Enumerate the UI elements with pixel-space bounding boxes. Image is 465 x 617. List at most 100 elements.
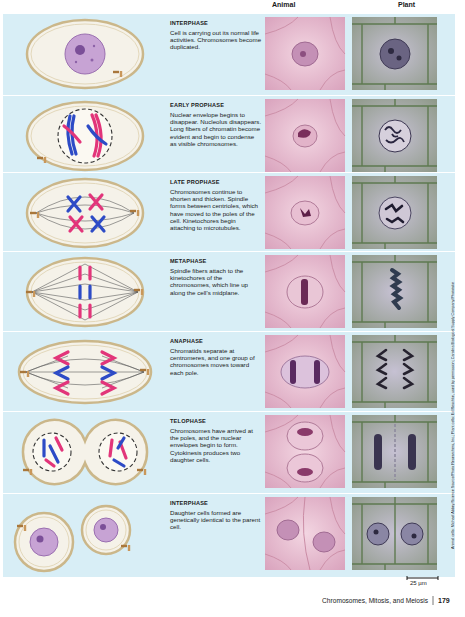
- cell-drawing-part: [82, 506, 130, 554]
- plant-micrograph-part: [374, 434, 382, 470]
- cell-drawing-part: [75, 45, 85, 55]
- cell-drawing-part: [68, 197, 80, 211]
- cell-drawing-part: [64, 126, 80, 142]
- animal-micrograph-part: [292, 42, 318, 66]
- plant-micrograph: [352, 415, 437, 488]
- anaphase-row-art: [19, 335, 437, 408]
- cell-drawing-part: [36, 197, 134, 229]
- animal-micrograph-part: [281, 356, 329, 388]
- cell-drawing-part: [113, 71, 122, 77]
- animal-micrograph-part: [277, 520, 299, 540]
- stage-description: Spindle fibers attach to the kinetochore…: [170, 267, 262, 296]
- plant-micrograph-part: [352, 99, 437, 172]
- interphase-row-art: [27, 17, 437, 90]
- stage-band: ANAPHASEChromatids separate at centromer…: [3, 332, 455, 411]
- animal-micrograph-part: [287, 454, 323, 482]
- daughter-interphase-row-art: [15, 497, 437, 571]
- stage-description: Chromosomes have arrived at the poles, a…: [170, 427, 262, 463]
- plant-micrograph: [352, 176, 437, 249]
- stage-heading: ANAPHASE: [170, 338, 262, 345]
- animal-micrograph-part: [291, 201, 319, 225]
- early-prophase-row-art: [27, 99, 437, 172]
- animal-micrograph-part: [300, 51, 306, 57]
- stage-heading: INTERPHASE: [170, 500, 262, 507]
- animal-micrograph-part: [290, 360, 296, 384]
- animal-micrograph: [265, 335, 345, 408]
- plant-micrograph-part: [408, 434, 416, 470]
- cell-drawing-part: [26, 291, 35, 297]
- plant-micrograph-part: [379, 197, 411, 229]
- cell-drawing-part: [70, 217, 82, 231]
- stage-heading: INTERPHASE: [170, 20, 262, 27]
- animal-micrograph-part: [297, 468, 313, 476]
- stage-band: EARLY PROPHASE Nuclear envelope begins to…: [3, 96, 455, 172]
- cell-drawing-part: [102, 367, 114, 379]
- plant-micrograph-part: [374, 530, 379, 535]
- footer-separator-part: [433, 596, 434, 605]
- animal-micrograph-part: [265, 335, 345, 408]
- cell-drawing-part: [65, 34, 105, 74]
- plant-micrograph-part: [394, 424, 396, 480]
- cell-drawing-part: [134, 289, 143, 295]
- cell-drawing-part: [27, 258, 143, 326]
- plant-micrograph-part: [379, 120, 411, 152]
- cell-drawing-part: [94, 518, 118, 542]
- plant-micrograph-part: [352, 17, 437, 90]
- stage-heading: METAPHASE: [170, 258, 262, 265]
- cell-drawing-part: [80, 286, 90, 298]
- plant-micrograph-part: [386, 205, 403, 222]
- stage-description: Chromosomes continue to shorten and thic…: [170, 188, 262, 231]
- plant-micrograph: [352, 497, 437, 570]
- cell-drawing-part: [91, 59, 94, 62]
- plant-micrograph: [352, 99, 437, 172]
- column-header: Plant: [398, 1, 415, 8]
- plant-micrograph-part: [380, 39, 410, 69]
- animal-micrograph: [265, 99, 345, 172]
- running-footer: Chromosomes, Mitosis, and Meiosis: [322, 597, 428, 604]
- cell-drawing-part: [15, 513, 73, 571]
- animal-micrograph-part: [300, 208, 311, 217]
- stage-band: LATE PROPHASEChromosomes continue to sho…: [3, 173, 455, 251]
- cell-drawing-part: [114, 438, 124, 466]
- stage-band: TELOPHASEChromosomes have arrived at the…: [3, 412, 455, 493]
- plant-micrograph-part: [352, 497, 437, 570]
- stage-heading: EARLY PROPHASE: [170, 102, 262, 109]
- animal-micrograph-part: [265, 255, 345, 328]
- plant-micrograph: [352, 335, 437, 408]
- cell-drawing-part: [23, 420, 147, 484]
- plant-micrograph-part: [397, 56, 402, 61]
- animal-micrograph-part: [313, 532, 335, 552]
- cell-drawing: [23, 420, 147, 484]
- animal-micrograph-part: [265, 17, 345, 90]
- animal-micrograph-part: [303, 497, 310, 570]
- plant-micrograph-part: [352, 176, 437, 249]
- animal-micrograph-part: [265, 497, 345, 570]
- cell-drawing-part: [92, 217, 104, 231]
- cell-drawing-part: [44, 440, 58, 462]
- animal-micrograph: [265, 255, 345, 328]
- animal-micrograph-part: [293, 125, 317, 147]
- stage-band: METAPHASE Spindle fibers attach to the ki…: [3, 252, 455, 331]
- animal-micrograph: [265, 176, 345, 249]
- cell-drawing-part: [92, 115, 101, 156]
- animal-micrograph-part: [314, 360, 320, 384]
- cell-drawing-part: [88, 126, 106, 144]
- scale-bar: [407, 576, 438, 580]
- cell-drawing-part: [90, 195, 102, 209]
- plant-micrograph-part: [388, 48, 394, 54]
- telophase-row-art: [23, 415, 437, 488]
- cell-drawing: [15, 506, 130, 571]
- cell-drawing-part: [20, 371, 29, 377]
- page-number: 179: [438, 597, 450, 604]
- animal-micrograph-part: [265, 415, 345, 488]
- cell-drawing-part: [17, 525, 26, 531]
- scale-bar-part: [407, 576, 438, 580]
- cell-drawing-part: [56, 382, 68, 394]
- cell-drawing-part: [137, 469, 146, 475]
- cell-drawing: [27, 102, 143, 170]
- cell-drawing-part: [68, 116, 76, 154]
- stage-description: Nuclear envelope begins to disappear. Nu…: [170, 111, 262, 147]
- cell-drawing-part: [140, 369, 149, 375]
- cell-drawing-part: [99, 433, 137, 471]
